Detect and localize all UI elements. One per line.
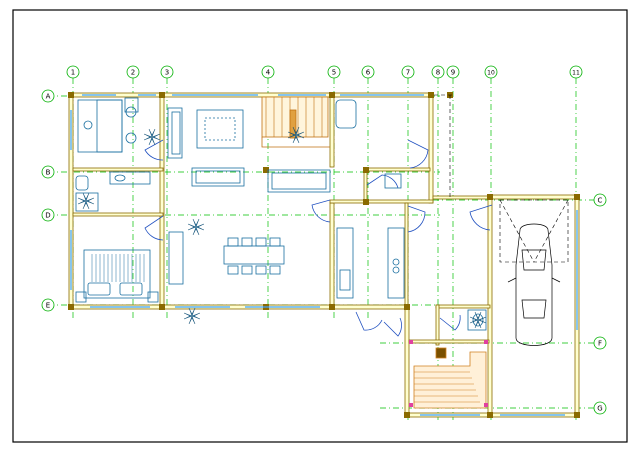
dining-chair (241, 265, 253, 275)
grid-bubble-col-8-label: 8 (436, 69, 440, 77)
desk-icon (77, 97, 139, 153)
grid-bubble-col-10: 10 (484, 65, 498, 79)
grid-bubble-col-5-label: 5 (332, 69, 336, 77)
grid-bubble-col-7: 7 (401, 65, 415, 79)
bathtub-icon (75, 171, 487, 331)
grid-bubble-col-4-label: 4 (266, 69, 271, 77)
grid-bubble-row-A: A (41, 89, 55, 103)
windows (70, 94, 578, 416)
dining-chair (269, 265, 281, 275)
grid-bubble-col-7-label: 7 (406, 69, 410, 77)
grid-bubble-row-C: C (593, 193, 607, 207)
grid-bubble-col-4: 4 (261, 65, 275, 79)
garage-outline (434, 94, 569, 263)
grid-bubble-row-F-label: F (598, 340, 602, 348)
walls (68, 92, 580, 418)
dining-chair (241, 237, 253, 247)
grid-bubble-row-F: F (593, 336, 607, 350)
grid-bubble-col-6: 6 (361, 65, 375, 79)
grid-bubble-col-2-label: 2 (131, 69, 135, 77)
grid-bubble-col-8: 8 (431, 65, 445, 79)
dining-chair (255, 237, 267, 247)
grid-bubble-row-B-label: B (46, 169, 51, 177)
grid-bubble-col-11-label: 11 (572, 70, 580, 77)
grid-bubble-row-G-label: G (597, 405, 602, 413)
sauna-bench-icon (409, 340, 488, 409)
grid-bubble-row-E-label: E (46, 302, 50, 310)
car-icon (507, 223, 561, 346)
grid-bubble-row-G: G (593, 401, 607, 415)
column-grid-bubbles: 1 2 3 4 5 6 7 8 9 10 11 (66, 65, 583, 79)
grid-bubble-col-5: 5 (327, 65, 341, 79)
dining-chair (255, 265, 267, 275)
grid-bubble-col-11: 11 (569, 65, 583, 79)
grid-bubble-row-C-label: C (598, 197, 603, 205)
drawing-border (12, 9, 628, 443)
sofa-icon (167, 99, 357, 285)
grid-bubble-col-1-label: 1 (71, 69, 75, 77)
grid-bubble-col-9: 9 (446, 65, 460, 79)
bed-icon (75, 249, 159, 303)
dining-chair (227, 265, 239, 275)
grid-bubble-col-3: 3 (160, 65, 174, 79)
grid-bubble-row-D: D (41, 208, 55, 222)
row-grid-bubbles: A B D E C F G (41, 89, 607, 415)
plant-icon (77, 126, 487, 329)
grid-bubble-col-2: 2 (126, 65, 140, 79)
grid-bubble-row-E: E (41, 298, 55, 312)
dining-table-icon (223, 237, 285, 275)
kitchen-counter-icon (336, 227, 405, 299)
dining-chair (269, 237, 281, 247)
grid-bubble-row-D-label: D (45, 212, 50, 220)
grid-bubble-col-3-label: 3 (165, 69, 169, 77)
grid-bubble-col-10-label: 10 (487, 70, 495, 77)
grid-bubble-col-1: 1 (66, 65, 80, 79)
grid-bubble-col-6-label: 6 (366, 69, 371, 77)
rug-icon (196, 109, 244, 149)
grid-bubble-row-A-label: A (46, 93, 51, 101)
wall-posts (68, 92, 580, 418)
dining-chair (227, 237, 239, 247)
grid-bubble-col-9-label: 9 (451, 69, 455, 77)
grid-bubble-row-B: B (41, 165, 55, 179)
stair-icon (261, 96, 330, 148)
doors (144, 139, 493, 337)
